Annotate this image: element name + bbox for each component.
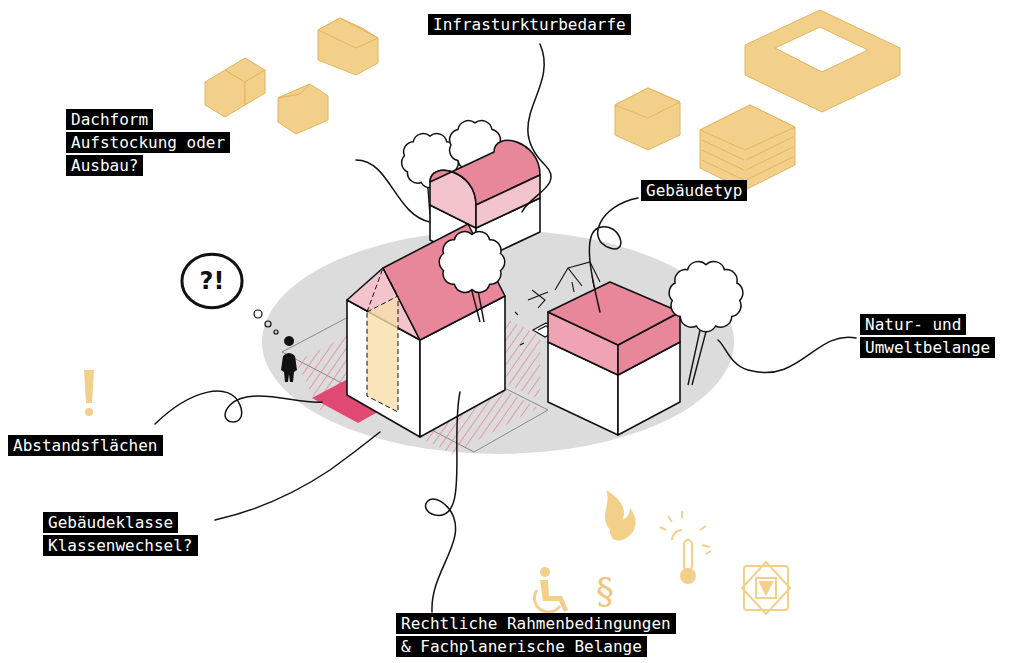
label-text: Dachform Aufstockung oder Ausbau? — [66, 109, 230, 176]
thought-bubble: ?! — [180, 252, 244, 310]
label-text: Infrasturkturbedarfe — [428, 14, 631, 35]
trees-front — [439, 232, 743, 385]
tree-crown — [439, 232, 504, 293]
leader-lines — [155, 44, 856, 612]
label-text: Rechtliche Rahmenbedingungen & Fachplane… — [396, 613, 676, 657]
roof-icons — [205, 18, 378, 134]
label-band: Abstandsflächen — [8, 434, 163, 457]
paragraph-icon: § — [596, 570, 614, 611]
building-type-icons — [615, 10, 900, 190]
wheelchair-icon — [534, 567, 568, 612]
storey-lines — [702, 137, 793, 180]
label-text: Natur- und Umweltbelange — [860, 314, 995, 358]
label-band: Infrasturkturbedarfe — [428, 13, 631, 36]
person — [281, 336, 297, 382]
label-band: Rechtliche Rahmenbedingungen & Fachplane… — [396, 612, 675, 658]
thought-dots — [254, 310, 278, 334]
exclamation-icon — [84, 370, 94, 416]
planning-icons — [534, 490, 790, 614]
gable-house — [347, 224, 505, 437]
label-band: Dachform Aufstockung oder Ausbau? — [66, 108, 230, 177]
bubble-text: ?! — [200, 267, 225, 295]
stamp-icon — [742, 562, 790, 614]
label-text: Gebäudetyp — [641, 180, 747, 201]
label-band: Natur- und Umweltbelange — [860, 313, 995, 359]
label-band: Gebäudetyp — [641, 179, 747, 202]
thermometer-icon — [660, 511, 711, 583]
label-band: Gebäudeklasse Klassenwechsel? — [43, 511, 197, 557]
flat-roof-building — [548, 282, 680, 435]
label-text: Gebäudeklasse Klassenwechsel? — [43, 512, 198, 556]
fire-icon — [605, 490, 636, 541]
tree-crown — [669, 261, 743, 331]
label-text: Abstandsflächen — [8, 435, 163, 456]
ground — [262, 230, 734, 454]
